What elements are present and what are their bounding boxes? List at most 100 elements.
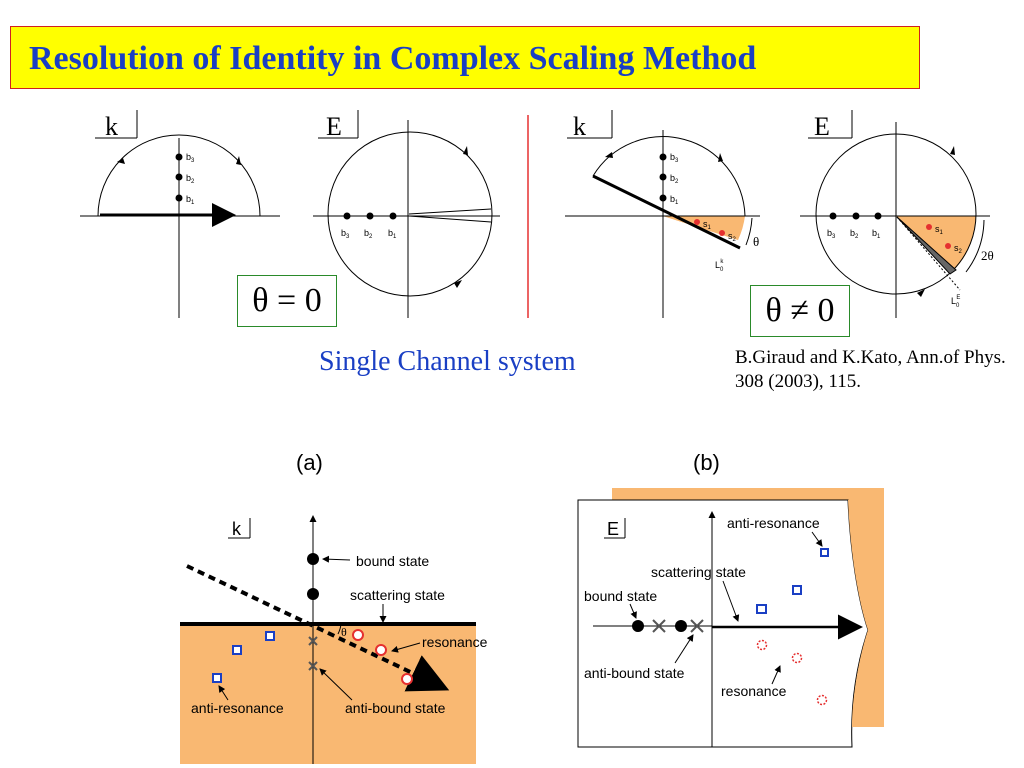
svg-text:b2: b2 bbox=[850, 228, 859, 240]
cut-lines bbox=[408, 208, 492, 223]
anti-bound-state-label: anti-bound state bbox=[345, 700, 446, 716]
panel-k-theta0: k b3 b2 b1 bbox=[80, 110, 280, 318]
svg-text:s1: s1 bbox=[703, 219, 712, 231]
bound-state-b3 bbox=[175, 153, 183, 161]
E-label-box-2: E bbox=[808, 110, 853, 141]
resonance-point bbox=[352, 629, 364, 641]
bound-state-b1 bbox=[389, 212, 397, 220]
panel-b: (b) E bound state scattering state anti-… bbox=[577, 450, 884, 748]
E-label: E bbox=[326, 112, 342, 141]
contour-arc bbox=[592, 136, 746, 217]
svg-text:b2: b2 bbox=[670, 173, 679, 185]
panel-k-theta-nonzero: k b3 b2 b1 s1 s2 θ L0k bbox=[565, 110, 760, 318]
contour-arrow bbox=[117, 158, 125, 164]
bound-state-dot bbox=[632, 620, 644, 632]
E-label: E bbox=[814, 112, 830, 141]
panel-E-theta-nonzero: E b3 b2 b1 s1 s2 2θ L0E bbox=[800, 110, 994, 318]
bound-state-dot bbox=[675, 620, 687, 632]
resonance-s1 bbox=[694, 219, 700, 225]
k-label: k bbox=[573, 112, 586, 141]
lower-half-plane bbox=[180, 624, 476, 764]
anti-bound-marks bbox=[308, 636, 318, 671]
k-label-box-2: k bbox=[567, 110, 613, 141]
bound-state-b3 bbox=[659, 153, 667, 161]
bound-state-b1 bbox=[659, 194, 667, 202]
resonance-label: resonance bbox=[422, 634, 488, 650]
bound-state-b2 bbox=[659, 173, 667, 181]
resonance-point bbox=[375, 644, 387, 656]
svg-text:b3: b3 bbox=[341, 228, 350, 240]
contour-arrow bbox=[605, 152, 613, 158]
bound-state-dot bbox=[307, 553, 319, 565]
resonance-label: resonance bbox=[721, 683, 787, 699]
contour-arrow bbox=[917, 289, 925, 297]
svg-text:s1: s1 bbox=[935, 224, 944, 236]
panel-b-label: (b) bbox=[693, 450, 720, 475]
k-label-box-3: k bbox=[228, 518, 251, 539]
bound-state-dot bbox=[307, 588, 319, 600]
anti-resonance-point bbox=[265, 631, 275, 641]
contour-arrow bbox=[463, 146, 468, 155]
anti-bound-state-label: anti-bound state bbox=[584, 665, 685, 681]
title-banner: Resolution of Identity in Complex Scalin… bbox=[10, 26, 920, 89]
svg-text:b3: b3 bbox=[186, 152, 195, 164]
theta-nonzero-box: θ ≠ 0 bbox=[750, 285, 850, 337]
svg-text:b1: b1 bbox=[670, 194, 679, 206]
resonance-point bbox=[816, 694, 828, 706]
bound-state-b3 bbox=[343, 212, 351, 220]
dashed-line bbox=[896, 216, 961, 291]
svg-text:b3: b3 bbox=[670, 152, 679, 164]
panel-a-label: (a) bbox=[296, 450, 323, 475]
bottom-diagrams: (a) k bound state scattering state θ res… bbox=[180, 450, 884, 764]
resonance-point bbox=[401, 673, 413, 685]
bound-state-b1 bbox=[874, 212, 882, 220]
citation: B.Giraud and K.Kato, Ann.of Phys. 308 (2… bbox=[735, 347, 1006, 392]
svg-text:L0k: L0k bbox=[715, 259, 724, 273]
k-label: k bbox=[232, 519, 242, 539]
E-label-box-1: E bbox=[318, 110, 359, 141]
bound-state-b1 bbox=[175, 194, 183, 202]
resonance-s2 bbox=[945, 243, 951, 249]
panel-E-theta0: E b3 b2 b1 bbox=[313, 110, 500, 318]
anti-bound-marks bbox=[652, 619, 704, 633]
k-label-box-1: k bbox=[95, 110, 138, 141]
resonance-point bbox=[791, 652, 803, 664]
rotated-path bbox=[592, 174, 741, 250]
k-label: k bbox=[105, 112, 118, 141]
top-diagrams: k b3 b2 b1 E b3 b2 b1 bbox=[80, 110, 994, 318]
resonance-s2 bbox=[719, 230, 725, 236]
contour-arrow bbox=[718, 153, 723, 162]
svg-text:b3: b3 bbox=[827, 228, 836, 240]
svg-text:b1: b1 bbox=[388, 228, 397, 240]
theta-arc bbox=[745, 217, 753, 246]
circle-contour bbox=[815, 133, 977, 295]
theta-zero-box: θ = 0 bbox=[237, 275, 337, 327]
resonance-point bbox=[756, 639, 768, 651]
contour-arrow bbox=[454, 280, 462, 288]
rotated-region bbox=[896, 216, 976, 270]
bound-state-label: bound state bbox=[356, 553, 429, 569]
E-label-box-3: E bbox=[604, 518, 626, 539]
page-title: Resolution of Identity in Complex Scalin… bbox=[29, 40, 757, 77]
bound-state-b2 bbox=[852, 212, 860, 220]
anti-resonance-label: anti-resonance bbox=[191, 700, 284, 716]
riemann-sheet-front bbox=[577, 499, 869, 748]
scattering-state-label: scattering state bbox=[350, 587, 445, 603]
svg-text:b1: b1 bbox=[872, 228, 881, 240]
anti-resonance-point bbox=[232, 645, 242, 655]
svg-text:L0E: L0E bbox=[951, 295, 960, 309]
bound-state-label: bound state bbox=[584, 588, 657, 604]
two-theta-arc bbox=[965, 219, 985, 273]
anti-resonance-point bbox=[820, 548, 829, 557]
anti-resonance-point bbox=[212, 673, 222, 683]
theta-label: θ bbox=[341, 625, 347, 639]
bound-state-b2 bbox=[175, 173, 183, 181]
resonance-s1 bbox=[926, 224, 932, 230]
E-label: E bbox=[607, 519, 619, 539]
panel-a: (a) k bound state scattering state θ res… bbox=[180, 450, 488, 764]
bound-state-b2 bbox=[366, 212, 374, 220]
contour-arrow bbox=[950, 146, 955, 155]
anti-resonance-point bbox=[792, 585, 802, 595]
svg-text:b2: b2 bbox=[186, 173, 195, 185]
svg-text:b2: b2 bbox=[364, 228, 373, 240]
